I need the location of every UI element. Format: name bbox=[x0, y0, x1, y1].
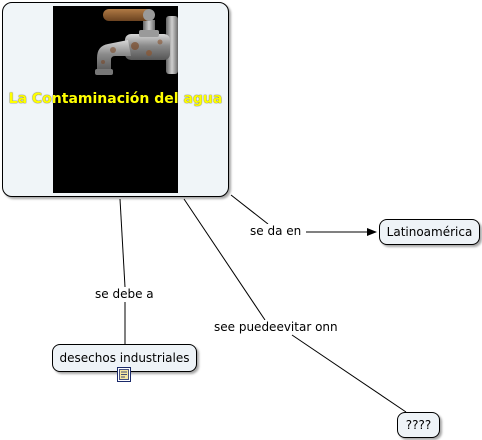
link-label-se-da-en[interactable]: se da en bbox=[248, 224, 304, 238]
water-faucet-image bbox=[53, 6, 178, 193]
document-icon[interactable] bbox=[117, 367, 131, 382]
concept-label-latinoamerica: Latinoamérica bbox=[386, 225, 473, 239]
link-label-se-debe-a[interactable]: se debe a bbox=[93, 287, 156, 301]
link-main-to-se-debe-a bbox=[119, 198, 126, 288]
link-main-to-se-da-en bbox=[230, 194, 269, 225]
link-main-to-see-puede bbox=[183, 198, 266, 321]
link-label-see-puede[interactable]: see puedeevitar onn bbox=[212, 320, 340, 334]
concept-node-latinoamerica[interactable]: Latinoamérica bbox=[379, 219, 480, 245]
concept-label-unknown: ???? bbox=[405, 418, 432, 432]
concept-label-desechos: desechos industriales bbox=[59, 351, 190, 365]
main-concept-node[interactable]: La Contaminación del agua bbox=[2, 2, 229, 197]
concept-node-unknown[interactable]: ???? bbox=[397, 412, 440, 438]
main-concept-title: La Contaminación del agua bbox=[8, 91, 223, 107]
link-see-puede-to-unknown bbox=[291, 334, 407, 413]
